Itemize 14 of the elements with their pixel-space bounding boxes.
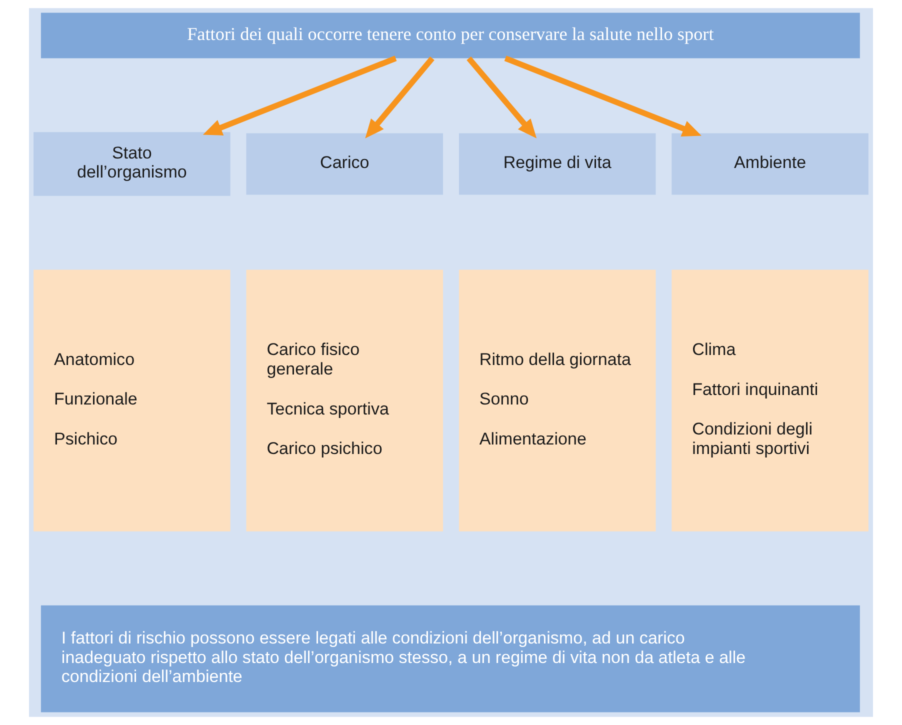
arrow [504,56,702,137]
node-box: Stato dell’organismo [34,132,230,196]
node-box: I fattori di rischio possono essere legati alle condizioni dell’organismo, ad un carico inadeguato rispetto allo stato dell’organismo stesso, a un regime di vita non da atleta e alle condizioni dell’ambiente [40,605,860,712]
node-box: Anatomico Funzionale Psichico [34,270,230,532]
arrow [365,56,434,138]
node-box: Regime di vita [458,133,656,195]
node-box: Carico [246,133,444,195]
node-box: Ritmo della giornata Sonno Alimentazione [458,270,656,532]
node-box: Clima Fattori inquinanti Condizioni degli impianti sportivi [672,270,868,532]
arrow [466,56,537,138]
node-box: Carico fisico generale Tecnica sportiva Carico psichico [246,270,444,532]
arrow [202,56,397,136]
node-box: Fattori dei quali occorre tenere conto per conservare la salute nello sport [40,12,860,58]
node-box: Ambiente [672,133,868,195]
